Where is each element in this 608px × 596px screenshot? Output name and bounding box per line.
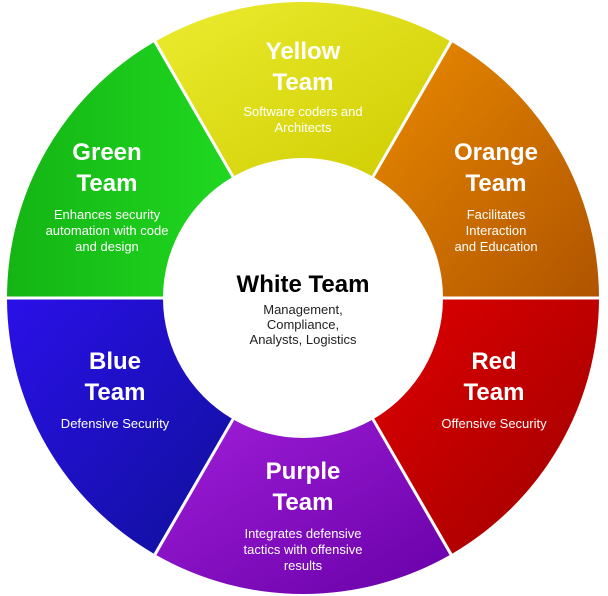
segment-title: Purple Team — [265, 458, 341, 516]
segment-description: Enhances security automation with code a… — [45, 207, 169, 254]
segment-description: Facilitates Interaction and Education — [454, 207, 538, 254]
center-label-white-team: White Team Management, Compliance, Analy… — [237, 270, 370, 347]
segment-green-team — [7, 42, 232, 297]
segment-blue-team — [7, 299, 232, 554]
segment-orange-team — [374, 42, 599, 297]
segment-description: Defensive Security — [60, 416, 170, 431]
segment-label-green: Green Team Enhances security automation … — [46, 137, 169, 255]
center-description: Management, Compliance, Analysts, Logist… — [249, 302, 357, 347]
center-circle-white-team — [164, 159, 442, 437]
segment-label-blue: Blue Team Defensive Security — [61, 346, 169, 432]
segment-description: Integrates defensive tactics with offens… — [243, 526, 363, 573]
segment-label-orange: Orange Team Facilitates Interaction and … — [440, 137, 552, 255]
segment-label-yellow: Yellow Team Software coders and Architec… — [243, 36, 362, 136]
segment-label-red: Red Team Offensive Security — [441, 346, 546, 432]
segment-yellow-team — [156, 2, 450, 177]
segment-title: Red Team — [463, 348, 525, 406]
segment-description: Offensive Security — [441, 416, 547, 431]
segment-label-purple: Purple Team Integrates defensive tactics… — [244, 456, 363, 574]
segment-description: Software coders and Architects — [243, 104, 363, 135]
center-title: White Team — [236, 271, 370, 298]
segment-red-team — [374, 299, 599, 554]
segment-title: Yellow Team — [265, 38, 341, 96]
segment-title: Green Team — [72, 139, 142, 197]
segment-title: Orange Team — [453, 139, 539, 197]
segment-title: Blue Team — [84, 348, 146, 406]
segment-purple-team — [156, 419, 450, 594]
